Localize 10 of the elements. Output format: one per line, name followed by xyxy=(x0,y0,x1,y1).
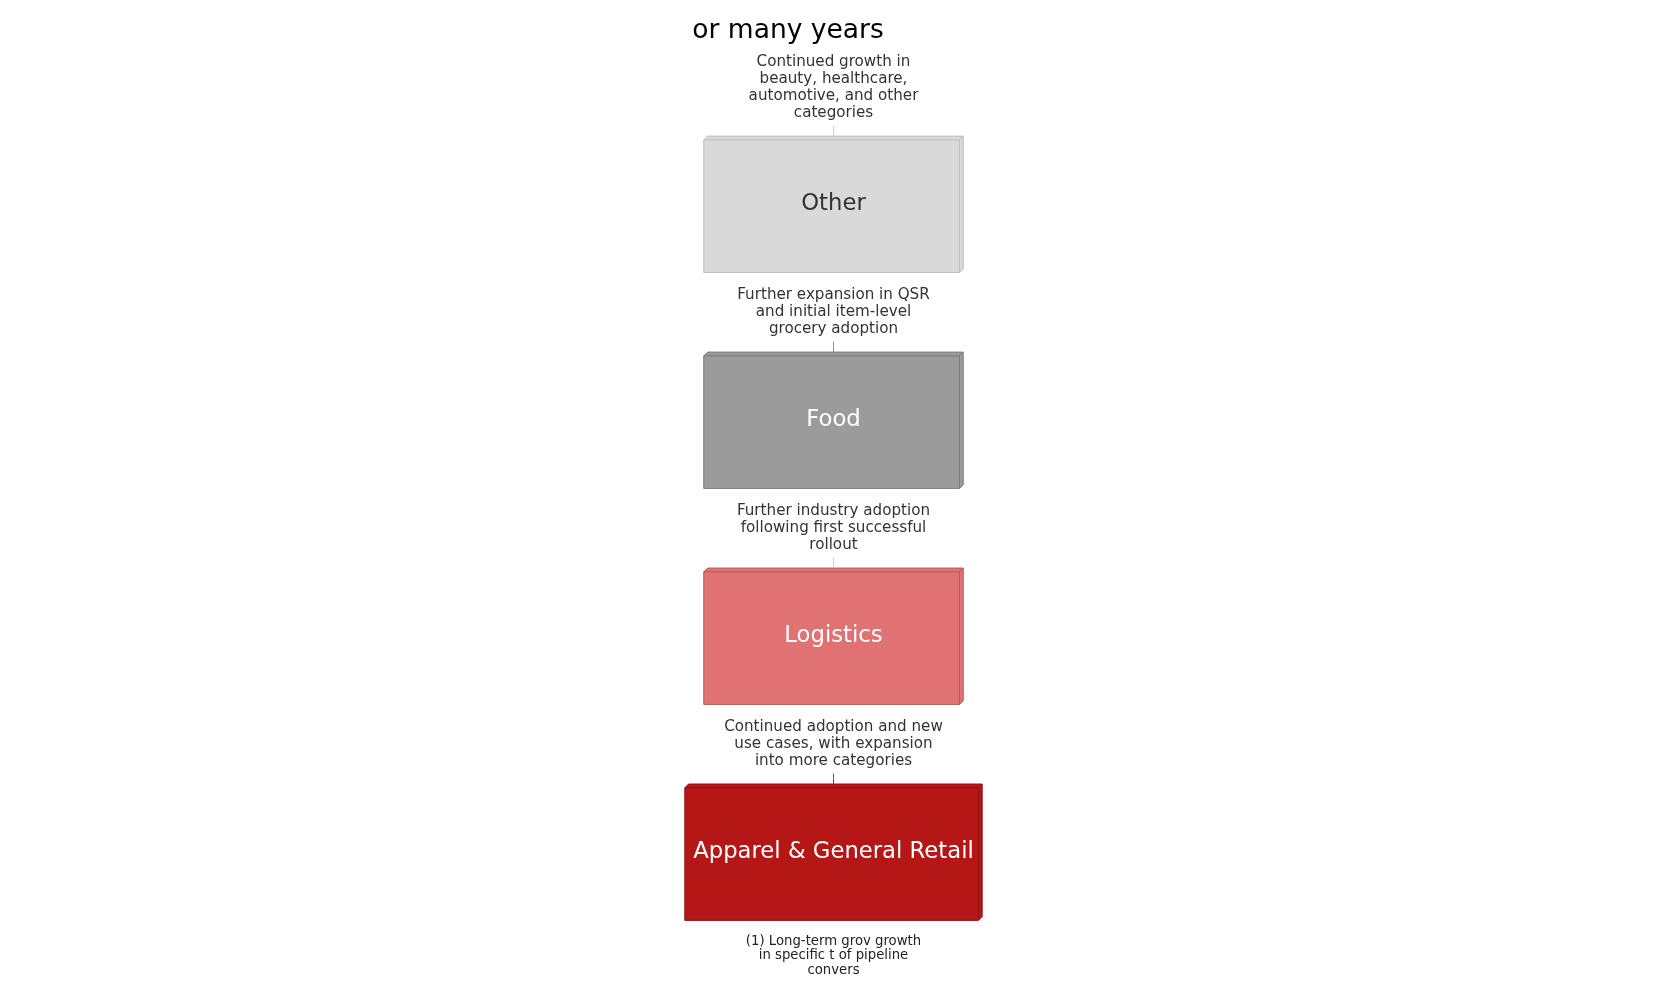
connector xyxy=(832,773,834,785)
connector xyxy=(832,125,834,137)
label: (1) Long-term grov growth in specific t of pipeline convers xyxy=(745,933,921,977)
connector xyxy=(832,557,834,569)
node-text: Continued growth in beauty, healthcare, automotive, and other categories xyxy=(748,51,918,121)
node-text: Further expansion in QSR and initial item-level grocery adoption xyxy=(736,284,930,337)
connector xyxy=(832,341,834,353)
diagram-title: or many years xyxy=(691,12,884,44)
node-text: Continued adoption and new use cases, with expansion into more categories xyxy=(723,716,943,769)
node-text: Further industry adoption following first successful rollout xyxy=(736,500,930,553)
